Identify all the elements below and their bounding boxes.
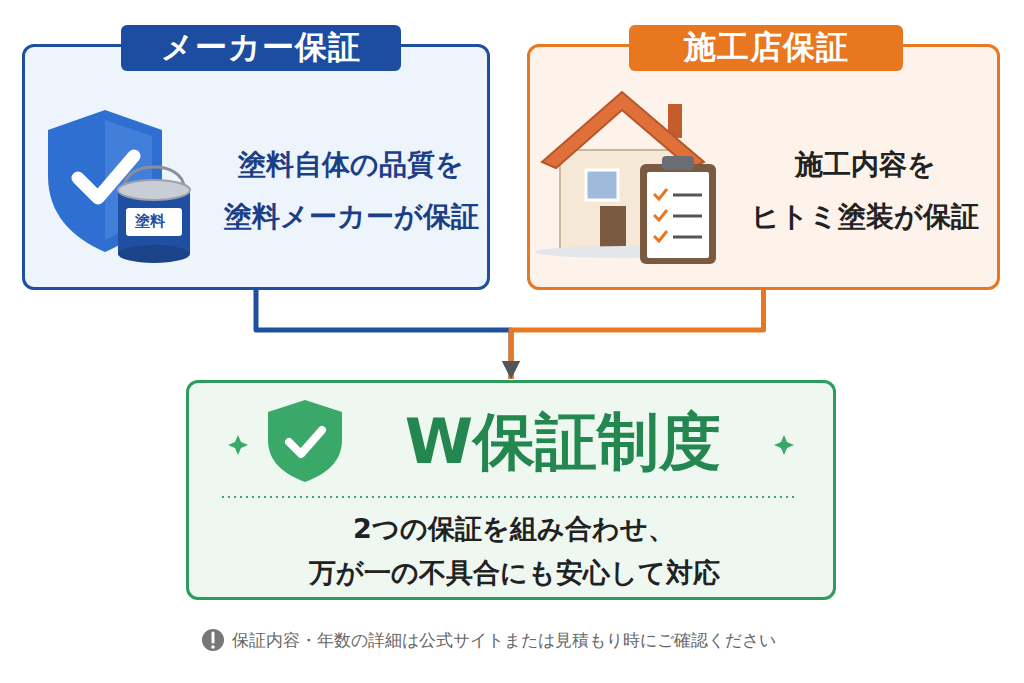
sparkle-icon: [228, 435, 248, 455]
summary-title: W保証制度: [353, 405, 773, 479]
merge-connector: [256, 290, 511, 379]
merge-connector: [511, 290, 764, 379]
notice-icon: [202, 629, 224, 651]
summary-box: W保証制度 2つの保証を組み合わせ、 万が一の不具合にも安心して対応: [186, 380, 836, 600]
shield-icon: [48, 110, 162, 252]
clipboard-icon: [640, 156, 716, 264]
box-body: 施工内容を ヒトミ塗装が保証: [715, 139, 1015, 243]
dotted-divider: [222, 496, 798, 498]
guarantee-box: メーカー保証塗料自体の品質を 塗料メーカーが保証: [22, 44, 490, 290]
sparkle-icon: [774, 435, 794, 455]
box-heading: 施工店保証: [629, 25, 903, 71]
paint-can-icon: [118, 167, 190, 263]
house-icon: [535, 92, 715, 258]
box-heading: メーカー保証: [121, 25, 401, 71]
guarantee-box: 施工店保証施工内容を ヒトミ塗装が保証: [527, 44, 1000, 290]
box-body: 塗料自体の品質を 塗料メーカーが保証: [201, 139, 501, 243]
shield-icon: [268, 400, 342, 482]
can-label: 塗料: [135, 212, 165, 231]
footnote: 保証内容・年数の詳細は公式サイトまたは見積もり時にご確認ください: [232, 629, 776, 652]
summary-body: 2つの保証を組み合わせ、 万が一の不具合にも安心して対応: [284, 507, 744, 595]
